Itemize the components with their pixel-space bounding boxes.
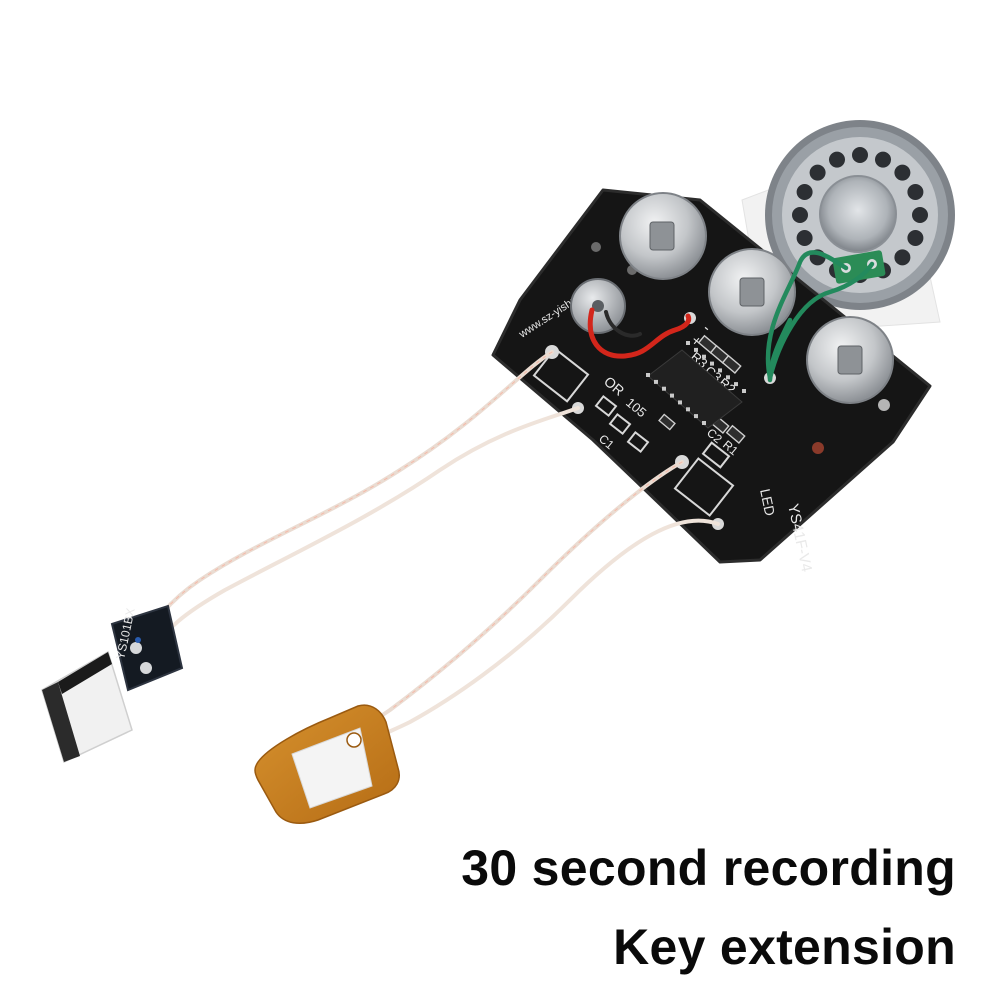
speaker-grille-hole xyxy=(796,230,813,246)
ic-pin xyxy=(694,347,698,352)
green-wires xyxy=(765,250,875,383)
speaker-grille-hole xyxy=(894,164,911,181)
ic-pin xyxy=(654,379,658,384)
speaker xyxy=(765,120,955,310)
ic-pin xyxy=(710,361,714,366)
speaker-grille-hole xyxy=(796,184,813,200)
battery-2 xyxy=(708,248,796,336)
speaker-grille-hole xyxy=(875,151,891,168)
ic-pin xyxy=(678,400,682,405)
ic-pin xyxy=(718,368,722,373)
ic-pin xyxy=(742,389,746,393)
ic-pin xyxy=(702,421,706,425)
wire-to-left-switch xyxy=(138,350,580,664)
pcb-led-marking: LED xyxy=(757,487,778,517)
mini-switch-module: YS101BX xyxy=(41,604,184,764)
speaker-grille-hole xyxy=(912,207,928,223)
ic-pin xyxy=(694,414,698,419)
red-wire xyxy=(587,307,692,359)
speaker-grille-hole xyxy=(894,249,911,266)
caption-recording-duration: 30 second recording xyxy=(461,840,956,896)
ic-pin xyxy=(734,382,738,387)
ic-pin xyxy=(726,375,730,380)
speaker-grille-hole xyxy=(852,147,868,163)
ic-pin xyxy=(662,386,666,391)
speaker-grille-hole xyxy=(829,151,845,168)
speaker-grille-hole xyxy=(907,184,924,200)
battery-3 xyxy=(806,316,894,404)
battery-1 xyxy=(619,192,707,280)
ic-pin xyxy=(670,393,674,398)
speaker-grille-hole xyxy=(907,230,924,246)
flex-key-pad xyxy=(254,704,400,825)
speaker-grille-hole xyxy=(792,207,808,223)
ic-pin xyxy=(686,407,690,412)
ic-pin xyxy=(646,373,650,377)
ic-pin xyxy=(702,354,706,359)
speaker-grille-hole xyxy=(809,164,826,181)
caption-key-extension: Key extension xyxy=(613,919,956,975)
microphone xyxy=(570,278,626,334)
ic-pin xyxy=(686,341,690,345)
ic-chip xyxy=(646,341,746,429)
